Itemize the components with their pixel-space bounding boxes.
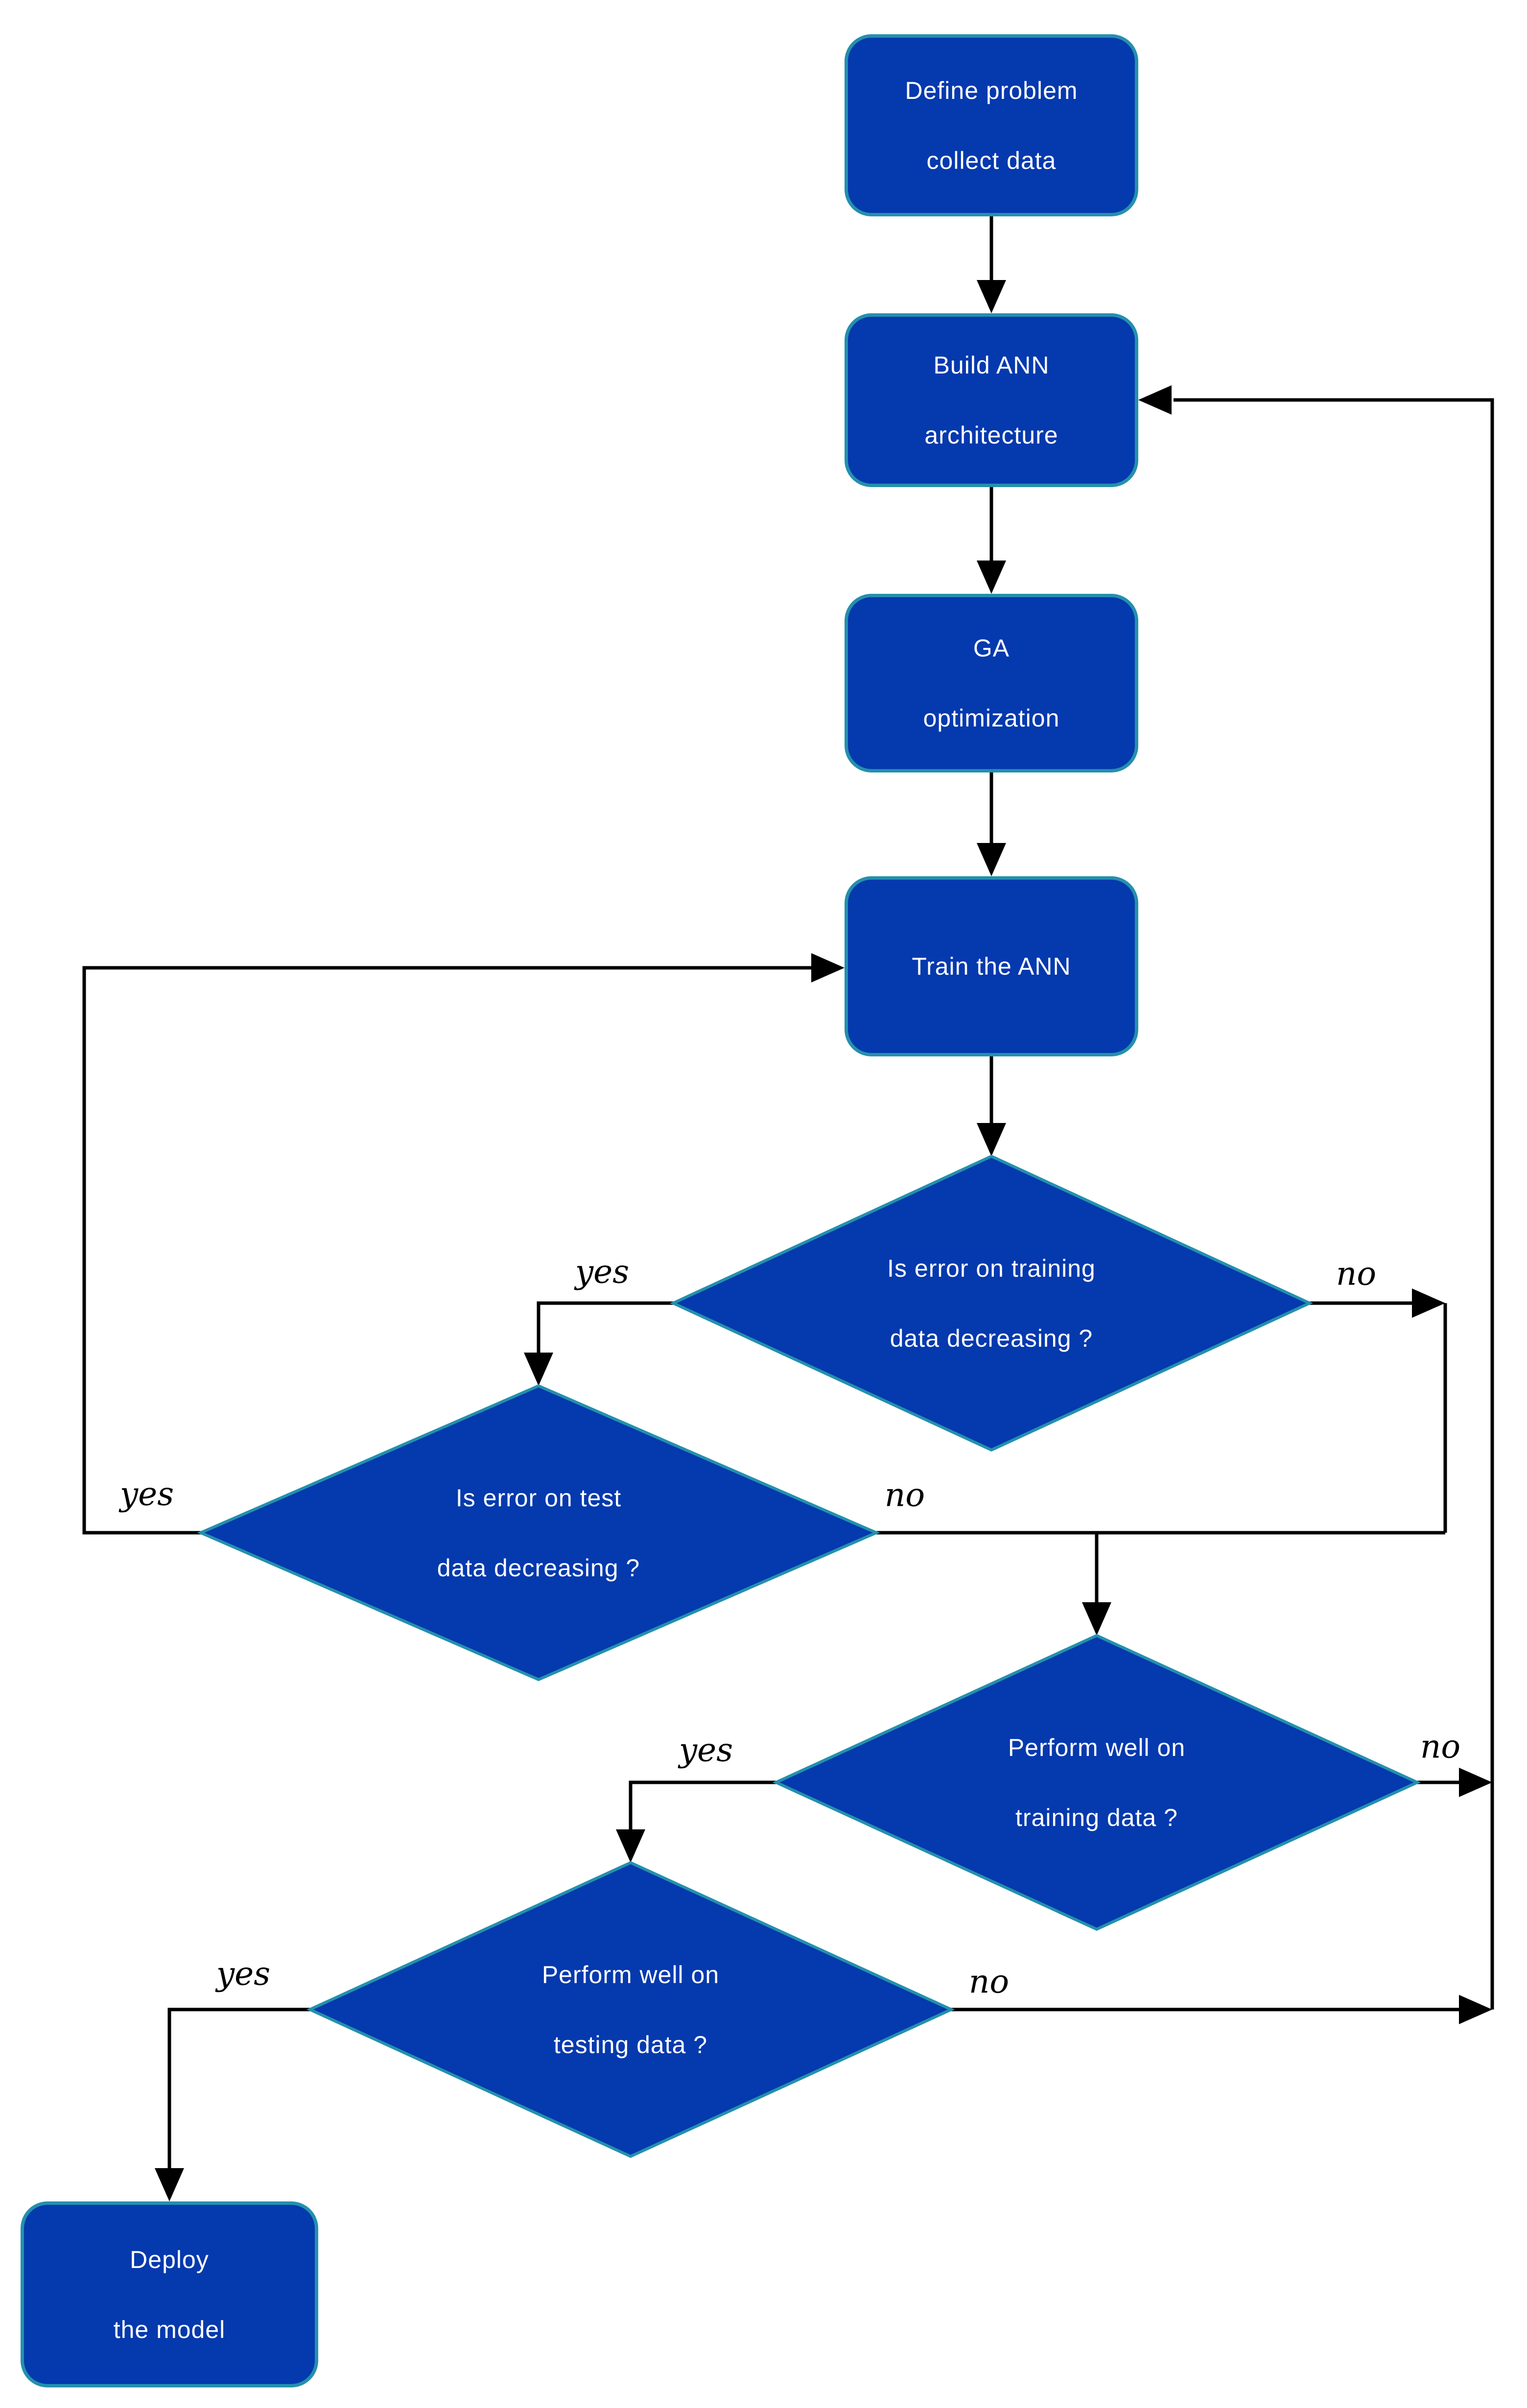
arrowhead-down-icon	[1082, 1602, 1111, 1636]
label-test-error-no: no	[884, 1476, 925, 1514]
node-train-ann-line1: Train the ANN	[912, 953, 1071, 980]
arrowhead-down-icon	[977, 1123, 1006, 1156]
arrowhead-right-icon	[1412, 1288, 1445, 1318]
arrowhead-left-icon	[1138, 385, 1172, 415]
arrowhead-right-icon	[1459, 1768, 1492, 1797]
edge-training-error-no	[1310, 1288, 1447, 1533]
decision-test-error-shape	[197, 1384, 880, 1682]
decision-training-perf-shape	[772, 1634, 1421, 1931]
decision-testing-perf-shape	[306, 1861, 955, 2158]
edge-test-error-no	[876, 1531, 1445, 1636]
arrowhead-down-icon	[155, 2168, 184, 2201]
edge-testing-perf-yes	[155, 2008, 310, 2201]
label-test-error-yes: yes	[119, 1475, 174, 1513]
arrowhead-down-icon	[977, 280, 1006, 313]
label-testing-perf-yes: yes	[216, 1955, 271, 1993]
node-ga-optimization-line2: optimization	[923, 704, 1060, 732]
node-ga-optimization: GA optimization	[845, 594, 1138, 772]
label-training-error-yes: yes	[575, 1253, 630, 1291]
edge-ga-to-train	[977, 772, 1006, 876]
node-train-ann: Train the ANN	[845, 876, 1138, 1056]
edge-test-error-yes-loop	[82, 953, 845, 1535]
edge-training-perf-yes	[616, 1780, 776, 1863]
arrowhead-right-icon	[811, 953, 845, 982]
node-build-ann-line2: architecture	[924, 421, 1058, 449]
arrowhead-down-icon	[524, 1353, 553, 1386]
label-training-perf-yes: yes	[679, 1731, 733, 1769]
decision-training-error-shape	[669, 1154, 1314, 1452]
arrowhead-down-icon	[616, 1829, 645, 1863]
edge-testing-perf-no	[951, 1995, 1492, 2024]
edge-train-to-training-error	[977, 1056, 1006, 1156]
arrowhead-down-icon	[977, 843, 1006, 876]
node-define-problem-line1: Define problem	[905, 76, 1078, 104]
node-deploy-model: Deploy the model	[21, 2201, 318, 2387]
node-build-ann: Build ANN architecture	[845, 313, 1138, 487]
edge-define-to-build	[977, 216, 1006, 313]
edge-training-perf-no	[1417, 1768, 1492, 1797]
label-testing-perf-no: no	[968, 1963, 1010, 2001]
label-training-error-no: no	[1336, 1255, 1377, 1293]
arrowhead-down-icon	[977, 561, 1006, 594]
node-build-ann-line1: Build ANN	[933, 351, 1050, 379]
node-ga-optimization-line1: GA	[973, 634, 1010, 662]
node-deploy-model-line2: the model	[113, 2315, 226, 2343]
edge-return-to-build	[1138, 385, 1494, 2010]
arrowhead-right-icon	[1459, 1995, 1492, 2024]
label-training-perf-no: no	[1420, 1728, 1461, 1766]
node-define-problem: Define problem collect data	[845, 34, 1138, 216]
node-deploy-model-line1: Deploy	[130, 2245, 209, 2273]
edge-build-to-ga	[977, 487, 1006, 594]
edge-training-error-yes	[524, 1301, 673, 1386]
node-define-problem-line2: collect data	[926, 146, 1057, 174]
